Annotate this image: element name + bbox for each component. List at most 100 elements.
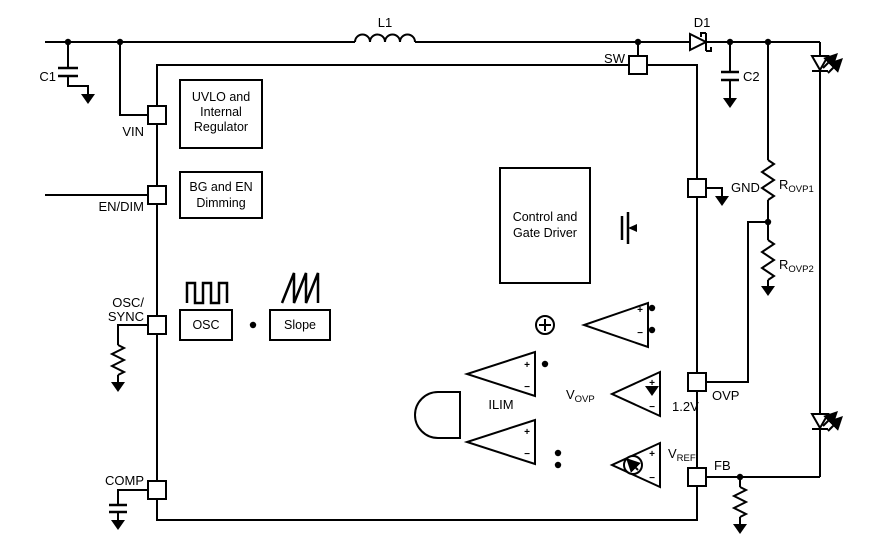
label-vref: VREF [668,446,696,464]
block-control-gate-driver [499,167,591,284]
osc-sync-external-wire [117,324,148,382]
label-pin-osc-sync-line1: OSC/ [112,295,144,310]
error-amplifier-minus-mark: − [649,473,655,484]
c1-wire [67,42,89,94]
pwm-comparator-minus-mark: − [524,382,530,393]
summing-junction-plus-icon [539,319,551,331]
label-vovp: VOVP [566,387,595,405]
nmos-body-arrow-icon [628,224,637,232]
label-rovp2-base: R [779,257,788,272]
current-sense-amp-plus-mark: + [637,305,643,316]
pin-osc-sync [147,315,167,335]
label-c1: C1 [39,69,56,84]
label-pin-gnd: GND [731,180,760,195]
ilim-comparator [463,418,536,466]
ovp-comparator-plus-mark: + [649,378,655,389]
label-vref-sub: REF [677,453,696,464]
sawtooth-waveform-icon [280,272,320,304]
label-vref-base: V [668,446,677,461]
pin-gnd [687,178,707,198]
pin-vin [147,105,167,125]
ground-icon [111,520,125,530]
osc-sync-resistor [109,344,127,376]
led-1-arrow-icon [827,58,843,74]
led-1-triangle [810,55,830,73]
ground-icon [715,196,729,206]
resistor-rovp1 [760,159,776,201]
label-rovp1: ROVP1 [779,177,814,195]
error-amplifier-arrow-icon [626,458,641,473]
c2-plates [721,70,739,82]
summing-junction [535,315,555,335]
ovp-comparator-minus-mark: − [649,402,655,413]
label-rovp2: ROVP2 [779,257,814,275]
ground-icon [111,382,125,392]
and-gate [414,391,461,439]
diode-d1 [689,32,712,52]
ilim-comparator-plus-mark: + [524,427,530,438]
block-bg-label-line1: BG and EN [189,180,252,194]
inductor-l1 [354,33,416,43]
ground-icon [733,524,747,534]
label-c2: C2 [743,69,760,84]
error-amplifier-plus-mark: + [649,449,655,460]
label-vovp-sub: OVP [575,394,595,405]
label-rovp1-sub: OVP1 [788,184,813,195]
block-bg-label-line2: Dimming [196,196,245,210]
junction-dots [64,38,772,481]
block-control-label-line1: Control and [513,210,578,224]
comp-capacitor-plates [109,503,127,514]
block-uvlo-label-line3: Regulator [194,120,248,134]
led-2-arrow-icon [827,416,843,432]
ground-symbols [81,94,775,534]
label-pin-sw: SW [604,51,626,66]
block-slope [269,309,331,341]
label-rovp1-base: R [779,177,788,192]
led-1 [810,53,843,74]
block-slope-label: Slope [284,318,316,332]
block-osc [179,309,233,341]
pwm-comparator [463,350,536,398]
fb-resistor [731,486,749,518]
ground-icon [645,386,659,396]
ground-icon [81,94,95,104]
c1-plates [58,66,78,78]
ground-icon [723,98,737,108]
diode-d1-schottky-bar [700,32,712,52]
label-pin-ovp: OVP [712,388,739,403]
block-bg-dimming [179,171,263,219]
label-ovp-reference: 1.2V [672,399,699,414]
block-uvlo-label-line2: Internal [200,105,242,119]
gnd-pin-wire [706,187,723,196]
label-pin-comp: COMP [105,473,144,488]
block-control-label-line2: Gate Driver [513,226,577,240]
nmos-switch [620,212,637,244]
resistor-rovp2 [760,239,776,281]
label-rovp2-sub: OVP2 [788,264,813,275]
led-2-triangle [810,413,830,431]
current-sense-amp [580,301,649,349]
led-2 [810,411,843,432]
ovp-comparator [609,370,661,418]
block-uvlo [179,79,263,149]
block-uvlo-label-line1: UVLO and [192,90,250,104]
label-pin-en-dim: EN/DIM [99,199,145,214]
ground-icon [761,286,775,296]
pin-ovp [687,372,707,392]
label-pin-vin: VIN [122,124,144,139]
ilim-comparator-minus-mark: − [524,449,530,460]
diode-d1-triangle [689,32,709,52]
label-vovp-base: V [566,387,575,402]
clock-waveform-icon [185,281,229,305]
comp-external-wire [117,489,148,520]
label-l1: L1 [378,15,392,30]
pin-comp [147,480,167,500]
current-sense-amp-minus-mark: − [637,328,643,339]
label-pin-osc-sync-line2: SYNC [108,309,144,324]
pin-fb [687,467,707,487]
pin-sw [628,55,648,75]
label-ilim: ILIM [488,397,513,412]
pwm-comparator-plus-mark: + [524,360,530,371]
